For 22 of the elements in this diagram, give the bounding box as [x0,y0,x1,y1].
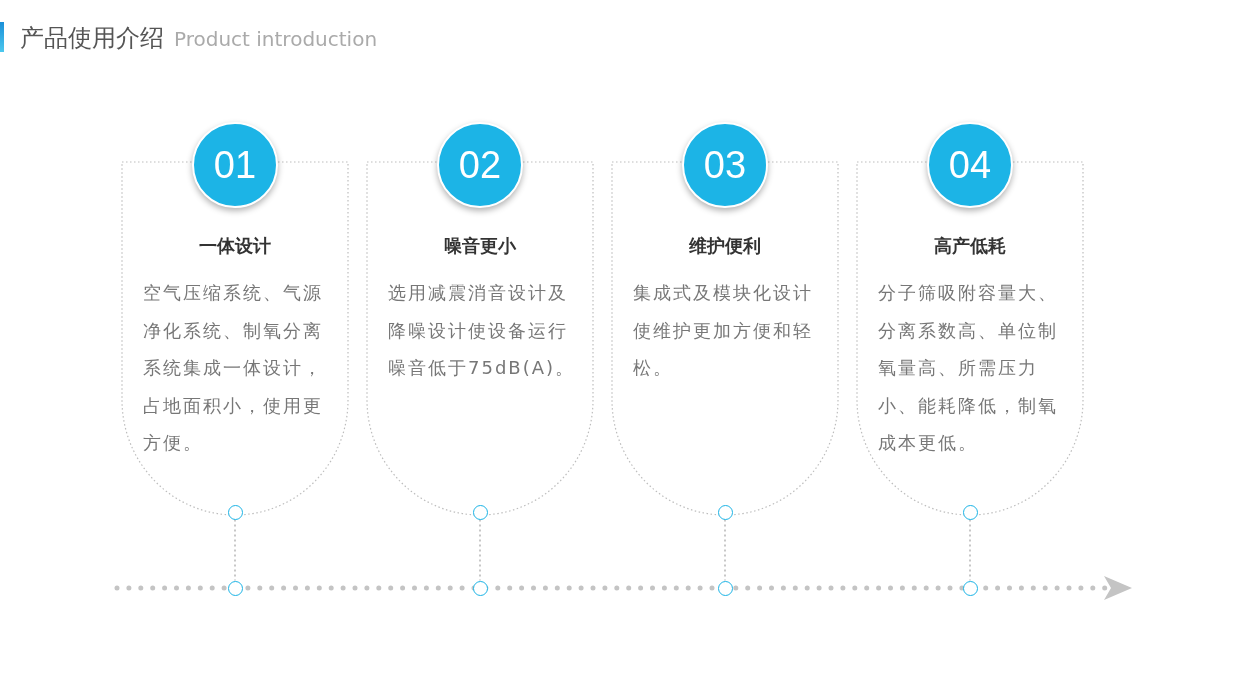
card-heading: 噪音更小 [443,234,517,258]
card-heading: 高产低耗 [933,234,1007,258]
number-circle: 01 [192,122,278,208]
card-description: 集成式及模块化设计使维护更加方便和轻松。 [633,281,814,380]
circle-marker [472,504,488,520]
number-circle: 03 [682,122,768,208]
number-circle: 04 [927,122,1013,208]
circle-marker [962,580,978,596]
card-heading: 维护便利 [688,234,762,258]
title: 产品使用介绍 [20,24,164,52]
subtitle: Product introduction [174,27,378,51]
circle-marker [717,504,733,520]
circle-marker [717,580,733,596]
card-description: 分子筛吸附容量大、分离系数高、单位制氧量高、所需压力小、能耗降低，制氧成本更低。 [878,281,1059,455]
circle-marker [472,580,488,596]
circle-marker [962,504,978,520]
number-circle: 02 [437,122,523,208]
circle-marker [227,504,243,520]
circle-marker [227,580,243,596]
card-heading: 一体设计 [198,234,272,258]
card-description: 空气压缩系统、气源净化系统、制氧分离系统集成一体设计，占地面积小，使用更方便。 [143,281,324,455]
card-description: 选用减震消音设计及降噪设计使设备运行噪音低于75dB(A)。 [388,281,577,380]
